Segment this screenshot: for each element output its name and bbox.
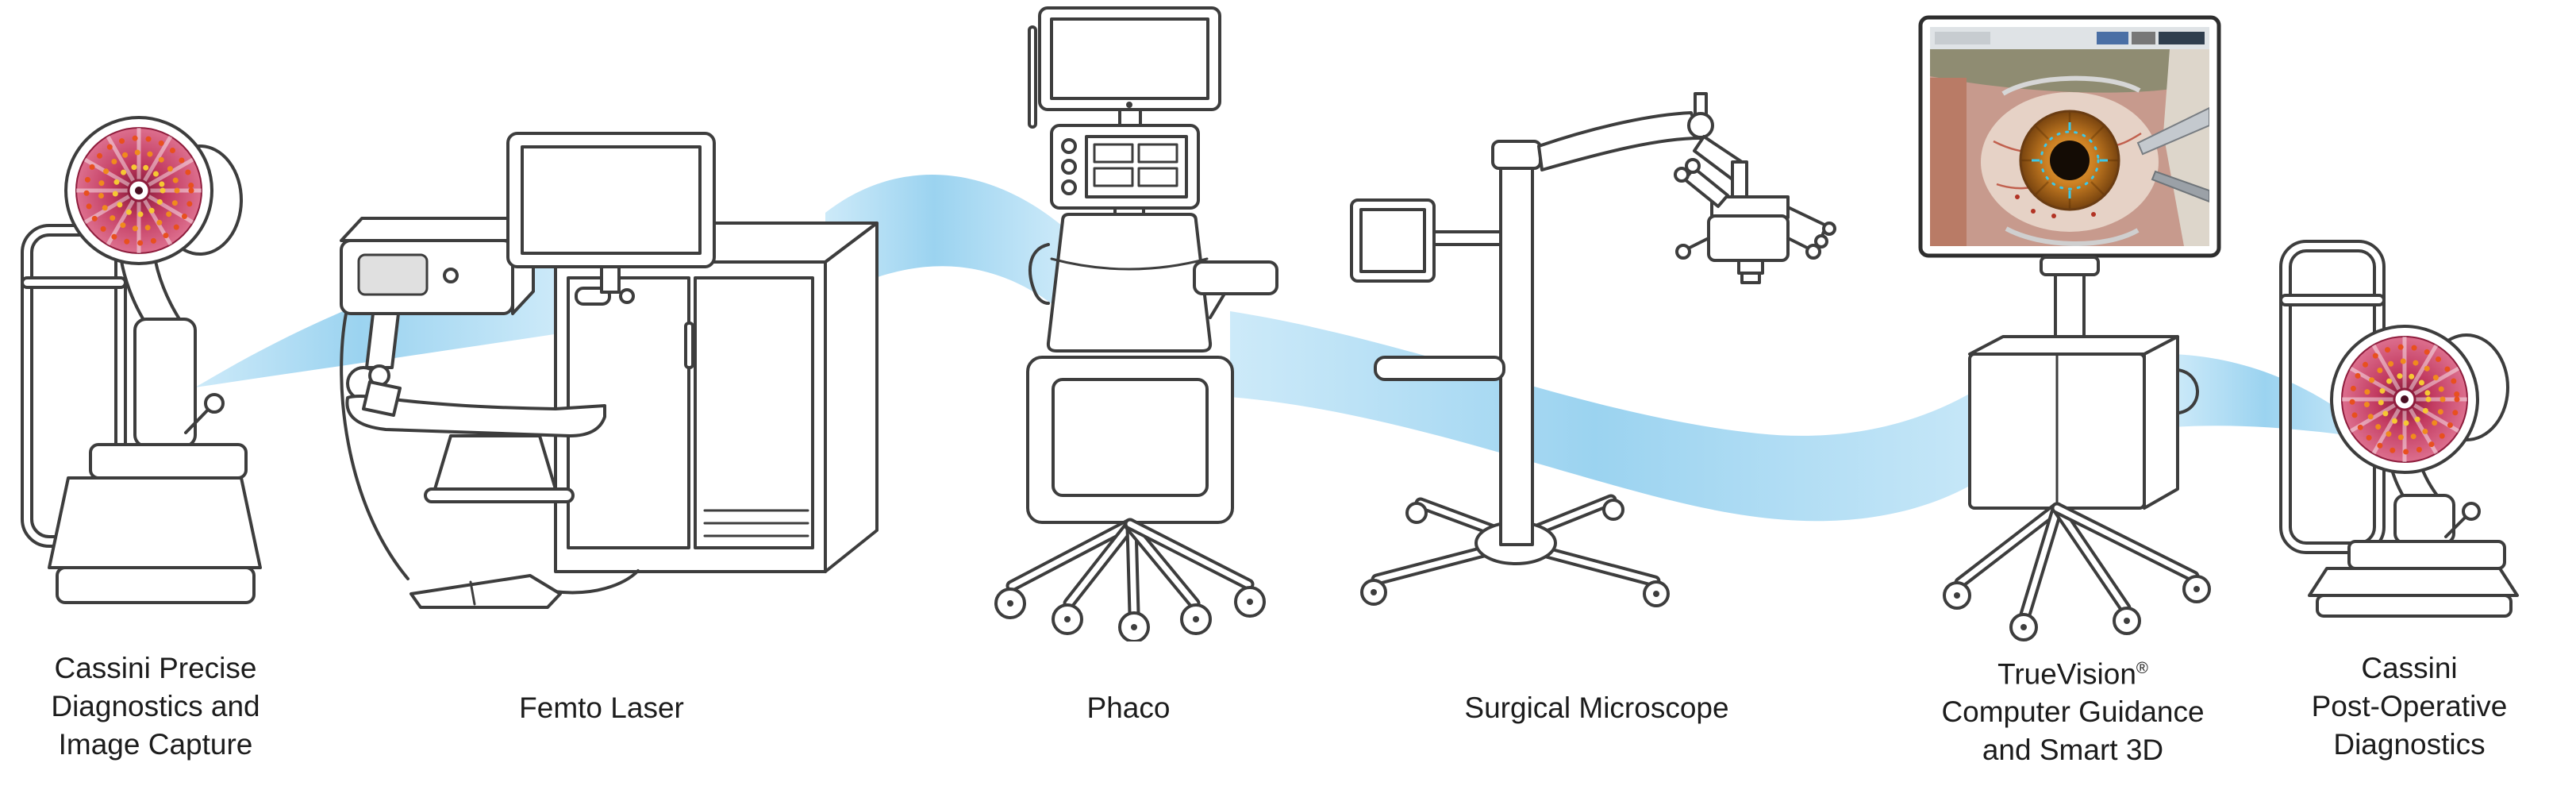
- caster-base: [1943, 502, 2211, 641]
- device-femto-laser-illustration: [340, 132, 879, 609]
- surgical-instrument: [2151, 170, 2209, 203]
- caster-base: [1360, 494, 1670, 607]
- screen-eye-image: [1930, 49, 2209, 246]
- pedal-cable: [552, 569, 640, 595]
- label-line: Surgical Microscope: [1464, 692, 1729, 724]
- device-body: [133, 318, 197, 448]
- pole: [1028, 25, 1037, 129]
- device-truevision-illustration: [1918, 15, 2221, 641]
- screen: [1050, 17, 1209, 100]
- column: [1499, 164, 1534, 546]
- monitor: [506, 132, 716, 294]
- label-line: Diagnostics: [2333, 728, 2486, 761]
- eyepiece: [1674, 167, 1690, 183]
- cart-handle: [2176, 368, 2199, 414]
- handle-knob: [1675, 244, 1691, 260]
- door-handle: [684, 322, 694, 369]
- device-cassini-postop-illustration: [2279, 240, 2519, 618]
- topography-disc: [2330, 325, 2479, 474]
- lower-cabinet: [1026, 356, 1234, 524]
- joystick: [2444, 513, 2470, 538]
- label-cassini-postop: Cassini Post-Operative Diagnostics: [2312, 649, 2508, 764]
- device-base: [48, 443, 262, 604]
- monitor: [1038, 6, 1221, 129]
- control-panel: [1050, 124, 1200, 210]
- foot-pedal: [409, 574, 562, 609]
- label-surgical-microscope: Surgical Microscope: [1464, 689, 1728, 727]
- eyepiece: [1685, 158, 1701, 174]
- label-line: Cassini: [2361, 652, 2458, 684]
- device-cassini-preop-illustration: [21, 116, 262, 604]
- label-line: and Smart 3D: [1982, 734, 2164, 767]
- label-line: Phaco: [1086, 692, 1171, 724]
- surgical-instrument: [2136, 106, 2209, 156]
- laser-head-console: [340, 217, 535, 315]
- flow-ribbon-2: [825, 175, 1067, 316]
- label-line: Computer Guidance: [1941, 695, 2205, 729]
- label-line: Femto Laser: [519, 692, 684, 724]
- label-line: Cassini Precise: [54, 652, 257, 684]
- display-monitor: [1918, 15, 2221, 276]
- label-line: Post-Operative: [2311, 690, 2508, 722]
- cable: [340, 312, 409, 580]
- label-truevision: TrueVision® Computer Guidance and Smart …: [1941, 649, 2204, 769]
- tray: [1374, 356, 1505, 381]
- device-base: [2308, 540, 2519, 618]
- label-cassini-preop: Cassini Precise Diagnostics and Image Ca…: [51, 649, 260, 764]
- articulated-arm: [362, 312, 402, 417]
- tray: [1193, 260, 1278, 295]
- machine-body: [1028, 213, 1278, 352]
- side-handle: [1028, 243, 1050, 305]
- device-surgical-microscope-illustration: [1350, 92, 1836, 607]
- flow-ribbon-4: [2173, 354, 2378, 440]
- binocular-tube: [1683, 167, 1729, 208]
- label-femto-laser: Femto Laser: [519, 689, 684, 727]
- control-monitor: [1350, 198, 1502, 283]
- registered-trademark: ®: [2136, 660, 2148, 677]
- label-line: Diagnostics and: [51, 690, 260, 722]
- topography-disc: [64, 116, 213, 265]
- joystick: [184, 405, 213, 434]
- caster-base: [994, 518, 1266, 641]
- guidance-overlay-ring: [2040, 130, 2100, 191]
- objective-lens: [1737, 259, 1764, 275]
- label-phaco: Phaco: [1087, 689, 1171, 727]
- screen: [521, 145, 702, 255]
- label-line: Image Capture: [58, 728, 253, 761]
- suspension-arm: [1491, 92, 1748, 202]
- device-phaco-illustration: [994, 6, 1278, 641]
- joystick-knob: [2462, 502, 2481, 521]
- label-line: TrueVision®: [1997, 657, 2148, 691]
- screen: [1359, 208, 1426, 273]
- handle-knob: [1805, 244, 1821, 260]
- microscope-head: [1674, 158, 1836, 284]
- joystick-knob: [204, 393, 225, 414]
- cart: [1968, 335, 2199, 510]
- vent-slots: [703, 509, 809, 537]
